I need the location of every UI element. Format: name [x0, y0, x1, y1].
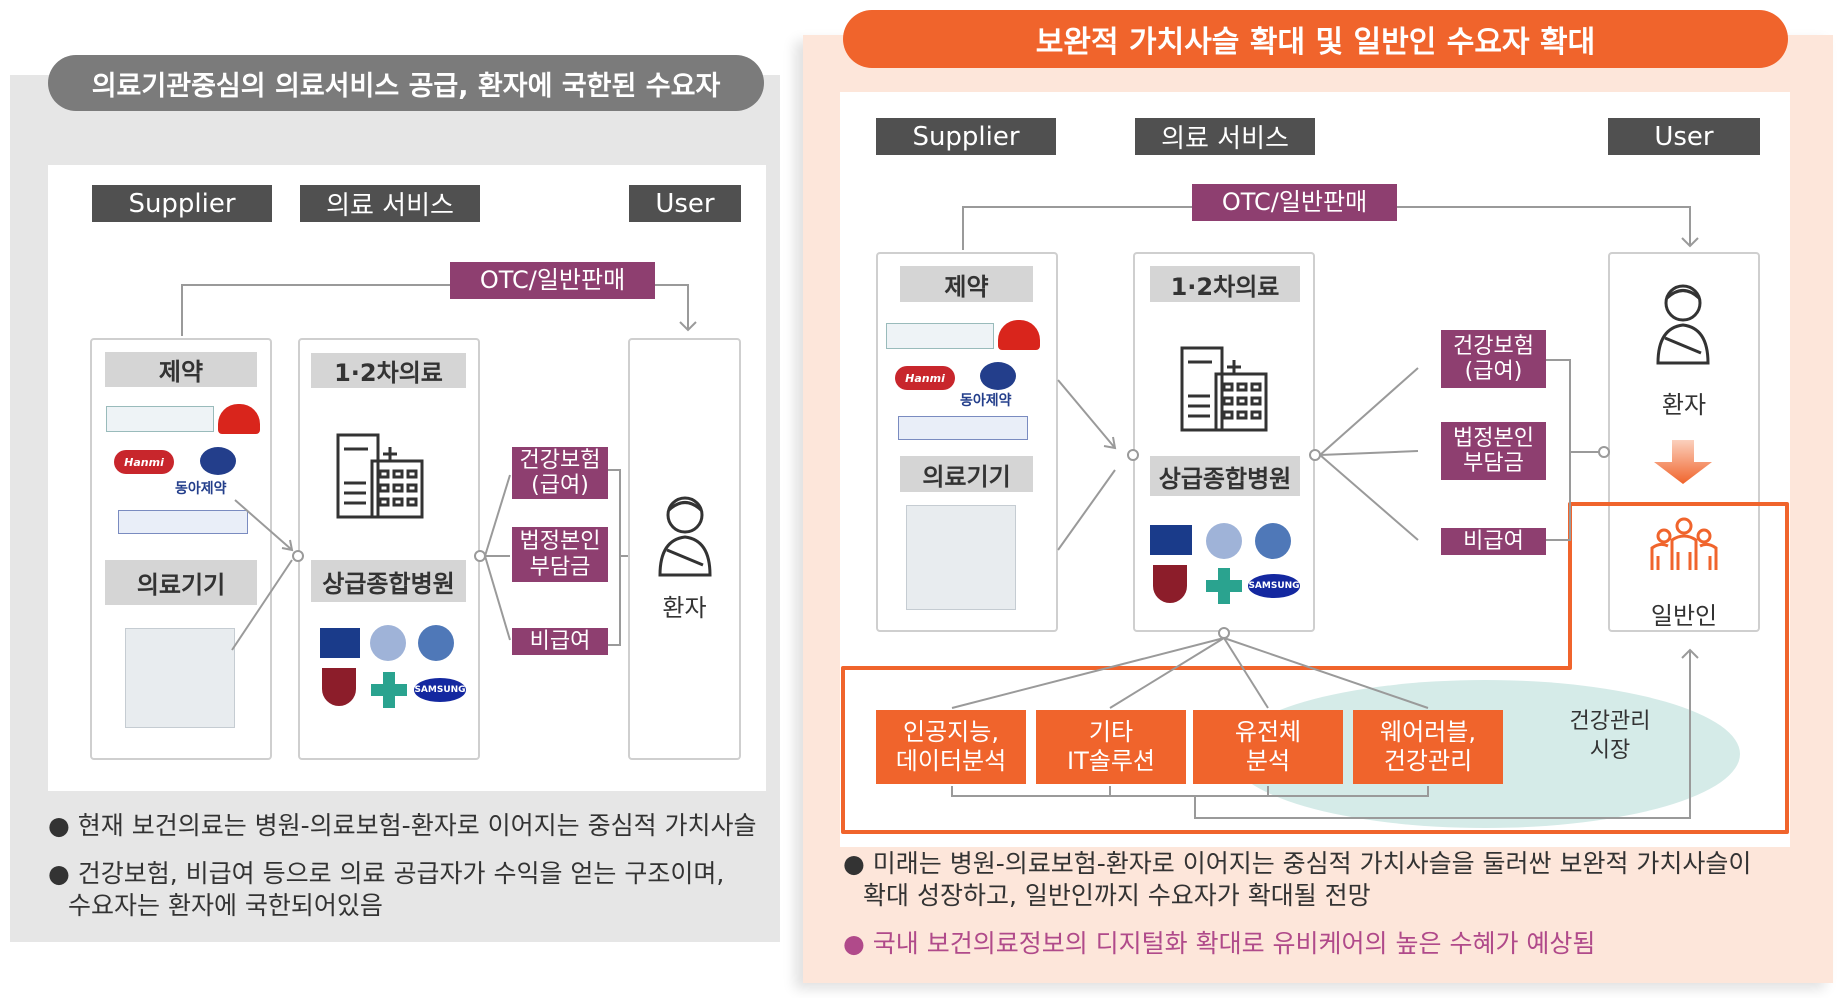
left-patient-label: 환자: [662, 594, 707, 622]
samsung-logo: SAMSUNG: [414, 678, 466, 702]
service-ai-data: 인공지능, 데이터분석: [876, 710, 1026, 784]
hospital-logo-cross: [371, 672, 407, 708]
right-hospital-logo-2: [1206, 523, 1242, 559]
left-otc-tag: OTC/일반판매: [450, 262, 655, 299]
right-otc-tag: OTC/일반판매: [1192, 184, 1397, 221]
right-hanmi-holdings-logo: [886, 323, 994, 349]
right-dong-a-logo: [980, 362, 1016, 390]
right-dong-a-text: 동아제약: [960, 393, 1012, 409]
right-bullet-2: 확대 성장하고, 일반인까지 수요자가 확대될 전망: [863, 881, 1371, 910]
hanmi-logo: Hanmi: [114, 450, 174, 474]
right-circle-logo: [998, 320, 1040, 350]
left-insurance-tag: 건강보험 (급여): [512, 447, 608, 499]
right-header-user: User: [1608, 118, 1760, 155]
hospital-logo-2: [370, 625, 406, 661]
right-hanmi-logo: Hanmi: [895, 366, 955, 390]
hospital-logo-3: [418, 625, 454, 661]
hospital-logo-4: [322, 668, 356, 706]
right-self-pay-tag: 법정본인 부담금: [1441, 422, 1546, 480]
left-self-pay-tag: 법정본인 부담금: [512, 527, 608, 582]
right-hospital-logo-3: [1255, 523, 1291, 559]
service-it-solution: 기타 IT솔루션: [1036, 710, 1186, 784]
service-wearable: 웨어러블, 건강관리: [1353, 710, 1503, 784]
circle-logo: [218, 404, 260, 434]
left-header-service: 의료 서비스: [300, 185, 480, 222]
dong-a-logo: [200, 447, 236, 475]
right-pharma-logo-3: [898, 416, 1028, 440]
right-insurance-tag: 건강보험 (급여): [1441, 330, 1546, 388]
left-user-box: [628, 338, 741, 760]
right-hospital-logo-cross: [1206, 568, 1242, 604]
service-genome: 유전체 분석: [1193, 710, 1343, 784]
left-clinic-label: 1·2차의료: [311, 353, 466, 388]
left-header-user: User: [629, 185, 741, 222]
right-device-label: 의료기기: [900, 456, 1033, 492]
general-public-label: 일반인: [1650, 602, 1718, 630]
health-market-label: 건강관리 시장: [1569, 709, 1651, 763]
left-bullet-2: ● 건강보험, 비급여 등으로 의료 공급자가 수익을 얻는 구조이며,: [48, 859, 725, 888]
right-header-supplier: Supplier: [876, 118, 1056, 155]
left-bullet-1: ● 현재 보건의료는 병원-의료보험-환자로 이어지는 중심적 가치사슬: [48, 811, 757, 840]
right-clinic-label: 1·2차의료: [1150, 266, 1300, 302]
right-hospital-logo-1: [1150, 525, 1192, 555]
left-nonpay-tag: 비급여: [512, 628, 608, 655]
left-hospital-label: 상급종합병원: [311, 560, 466, 602]
right-bullet-3: ● 국내 보건의료정보의 디지털화 확대로 유비케어의 높은 수혜가 예상됨: [843, 929, 1596, 958]
pharma-logo-3: [118, 510, 248, 534]
left-device-label: 의료기기: [105, 560, 257, 605]
medical-device-image: [125, 628, 235, 728]
right-patient-label: 환자: [1661, 391, 1707, 419]
right-bullet-1: ● 미래는 병원-의료보험-환자로 이어지는 중심적 가치사슬을 둘러싼 보완적…: [843, 849, 1752, 878]
left-bullet-3: 수요자는 환자에 국한되어있음: [68, 891, 383, 920]
right-header-service: 의료 서비스: [1135, 118, 1315, 155]
left-pharma-label: 제약: [105, 352, 257, 387]
right-title: 보완적 가치사슬 확대 및 일반인 수요자 확대: [843, 10, 1788, 68]
left-title: 의료기관중심의 의료서비스 공급, 환자에 국한된 수요자: [48, 55, 764, 111]
hospital-logo-1: [320, 628, 360, 658]
right-medical-device-image: [906, 505, 1016, 610]
right-user-box: [1608, 252, 1760, 632]
hanmi-holdings-logo: [106, 406, 214, 432]
right-nonpay-tag: 비급여: [1441, 528, 1546, 555]
left-header-supplier: Supplier: [92, 185, 272, 222]
right-hospital-label: 상급종합병원: [1150, 456, 1300, 496]
dong-a-text: 동아제약: [175, 481, 227, 497]
right-pharma-label: 제약: [900, 266, 1033, 302]
right-samsung-logo: SAMSUNG: [1248, 574, 1300, 598]
right-hospital-logo-4: [1153, 565, 1187, 603]
